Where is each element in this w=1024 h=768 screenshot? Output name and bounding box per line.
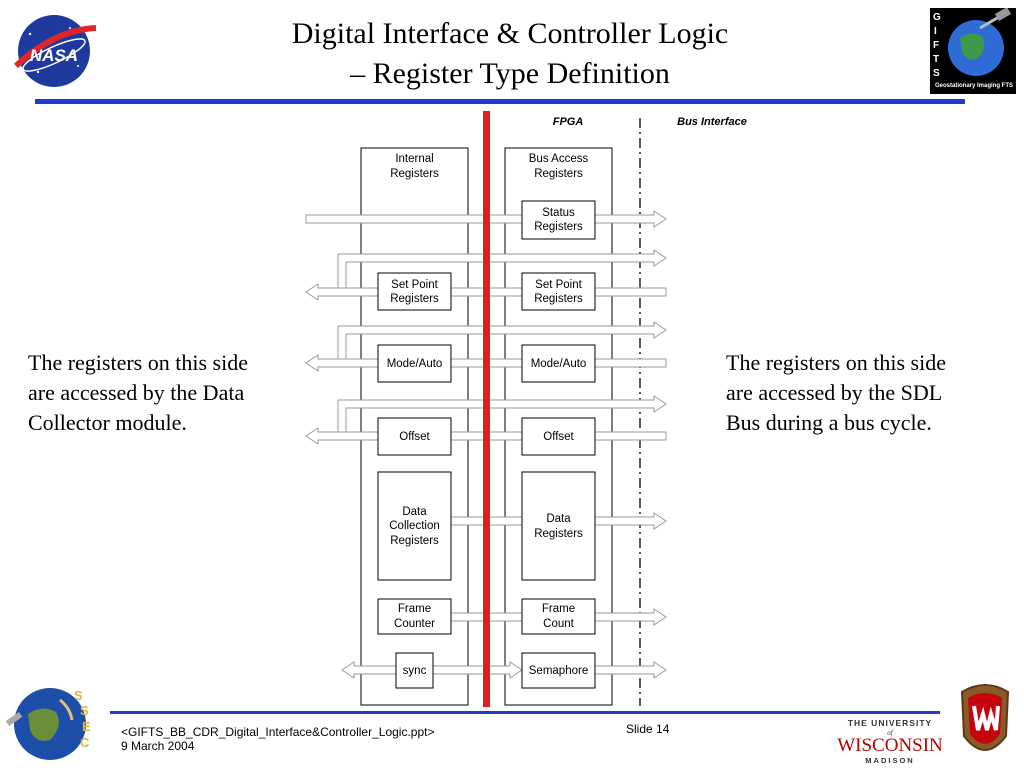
bus-register-frame-count: Frame Count: [521, 598, 596, 635]
mode-auto-write-arrow: [337, 321, 667, 364]
box-label: Offset: [543, 431, 574, 443]
box-label: Registers: [390, 535, 439, 547]
uw-wordmark: THE UNIVERSITY of WISCONSIN MADISON: [837, 718, 943, 765]
gifts-letter: T: [933, 54, 939, 65]
gifts-letter: F: [933, 40, 939, 51]
fpga-divider: [483, 111, 490, 707]
ssec-letter: E: [82, 719, 91, 734]
footer-date: 9 March 2004: [121, 739, 195, 753]
title-line-2: – Register Type Definition: [350, 57, 670, 90]
sync-to-semaphore-arrow: [432, 661, 523, 679]
box-label: Frame: [542, 603, 575, 615]
right-text-line: Bus during a bus cycle.: [726, 410, 932, 435]
box-label: Data: [402, 506, 427, 518]
box-label: Frame: [398, 603, 431, 615]
box-label: Status: [542, 207, 575, 219]
ssec-logo: S S E C: [5, 688, 91, 760]
box-label: Count: [543, 618, 574, 630]
box-label: Semaphore: [529, 665, 588, 677]
uw-wordmark-bottom: MADISON: [865, 756, 914, 765]
bus-register-semaphore: Semaphore: [521, 652, 596, 689]
gifts-letter: S: [933, 68, 940, 79]
internal-register-sync: sync: [395, 652, 434, 689]
bus-register-mode-auto: Mode/Auto: [521, 344, 596, 383]
nasa-logo: NASA: [13, 15, 97, 87]
gifts-caption: Geostationary Imaging FTS: [935, 83, 1013, 89]
bus-register-set-point: Set Point Registers: [521, 272, 596, 311]
right-text-line: The registers on this side: [726, 350, 946, 375]
ssec-letter: C: [80, 735, 90, 750]
uw-wordmark-of: of: [887, 729, 894, 737]
box-label: Mode/Auto: [387, 358, 443, 370]
box-label: Registers: [390, 293, 439, 305]
ssec-letter: S: [74, 688, 83, 703]
footer-filename: <GIFTS_BB_CDR_Digital_Interface&Controll…: [121, 725, 435, 739]
box-label: Collection: [389, 520, 440, 532]
slide-number: Slide 14: [626, 722, 670, 736]
box-label: Registers: [534, 293, 583, 305]
uw-wordmark-top: THE UNIVERSITY: [848, 718, 932, 728]
title-rule: [35, 99, 965, 104]
title-line-1: Digital Interface & Controller Logic: [291, 17, 729, 50]
left-text-line: are accessed by the Data: [28, 380, 245, 405]
gifts-letter: G: [933, 12, 941, 23]
ssec-letter: S: [80, 703, 89, 718]
box-label: Registers: [534, 528, 583, 540]
box-label: Offset: [399, 431, 430, 443]
bus-interface-label: Bus Interface: [677, 116, 747, 128]
right-description: The registers on this side are accessed …: [726, 348, 1016, 438]
box-label: Mode/Auto: [531, 358, 587, 370]
internal-header-line: Internal: [395, 153, 433, 165]
slide-title: Digital Interface & Controller Logic – R…: [180, 14, 840, 94]
right-text-line: are accessed by the SDL: [726, 380, 943, 405]
uw-wordmark-main: WISCONSIN: [837, 735, 943, 756]
semaphore-bus-arrow: [594, 661, 667, 679]
footer-info: <GIFTS_BB_CDR_Digital_Interface&Controll…: [121, 725, 601, 753]
sync-out-arrow: [341, 661, 397, 679]
nasa-logo-text: NASA: [30, 46, 78, 65]
box-label: Counter: [394, 618, 435, 630]
gifts-letter: I: [934, 26, 937, 37]
bus-header-line: Bus Access: [529, 153, 589, 165]
internal-register-mode-auto: Mode/Auto: [377, 344, 452, 383]
left-text-line: The registers on this side: [28, 350, 248, 375]
internal-register-data-collection: Data Collection Registers: [377, 471, 452, 581]
uw-crest: [960, 684, 1010, 751]
gifts-logo: G I F T S Geostationary Imaging FTS: [930, 8, 1016, 94]
left-description: The registers on this side are accessed …: [28, 348, 308, 438]
internal-register-set-point: Set Point Registers: [377, 272, 452, 311]
left-text-line: Collector module.: [28, 410, 187, 435]
bus-register-status: Status Registers: [521, 200, 596, 240]
box-label: Data: [546, 513, 571, 525]
bus-register-data: Data Registers: [521, 471, 596, 581]
fpga-label: FPGA: [553, 116, 584, 128]
bus-header-line: Registers: [534, 168, 583, 180]
box-label: Set Point: [391, 279, 438, 291]
internal-header-line: Registers: [390, 168, 439, 180]
box-label: Registers: [534, 221, 583, 233]
box-label: Set Point: [535, 279, 582, 291]
offset-write-arrow: [337, 395, 667, 437]
bus-register-offset: Offset: [521, 417, 596, 456]
internal-register-offset: Offset: [377, 417, 452, 456]
internal-register-frame-counter: Frame Counter: [377, 598, 452, 635]
box-label: sync: [403, 665, 427, 677]
footer-rule: [110, 711, 940, 714]
set-point-write-arrow: [337, 249, 667, 293]
